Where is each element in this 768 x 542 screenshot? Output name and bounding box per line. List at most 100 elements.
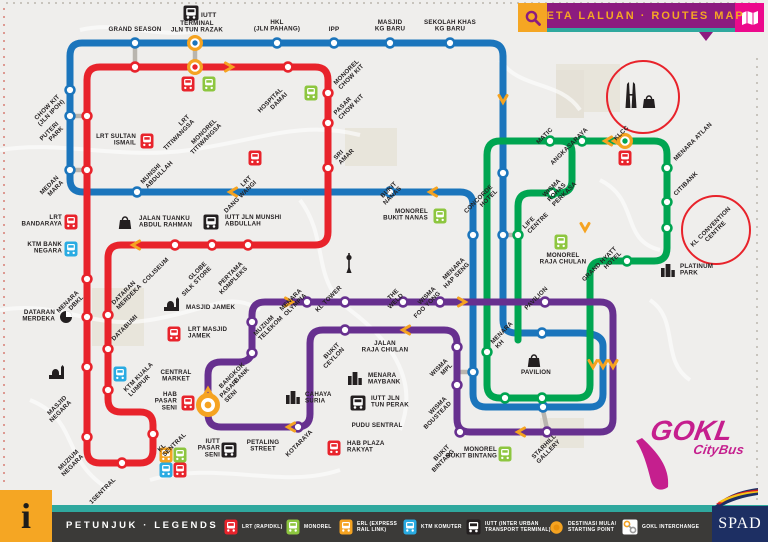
station-puteri-park-red — [81, 110, 93, 122]
station-chow-kit-jln-ipoh — [64, 84, 76, 96]
route-green-branch — [514, 137, 576, 344]
station-ipp — [328, 37, 340, 49]
label-bukit-ceylon: BUKITCEYLON — [317, 341, 346, 370]
station-menara-olympia — [301, 296, 313, 308]
legend-item-starting-point: DESTINASI MULA/ STARTING POINT — [549, 514, 616, 540]
interchange-icon — [622, 519, 638, 535]
spad-logo: SPAD — [712, 506, 768, 542]
station-dataran-merdeka-east — [102, 309, 114, 321]
gokl-logo-wordmark: GOKL — [648, 414, 735, 446]
route-direction-arrow — [226, 186, 238, 198]
station-puteri-park-blue — [64, 110, 76, 122]
station-bukit-ceylon — [339, 324, 351, 336]
gokl-logo-swoosh — [636, 438, 669, 490]
station-grand-hyatt-hotel — [621, 255, 633, 267]
ktm-icon — [403, 519, 417, 535]
label-1sentral: 1SENTRAL — [88, 476, 117, 505]
header-teal-strip — [547, 28, 735, 32]
label-citibank: CITIBANK — [672, 170, 699, 197]
stations-layer — [64, 34, 673, 469]
bus-terminal-icon — [350, 395, 366, 411]
map-background — [0, 25, 692, 492]
legend-bar — [0, 512, 768, 542]
station-menara-atlan — [661, 162, 673, 174]
legend-item-ktm: KTM KOMUTER — [403, 514, 462, 540]
station-masjid-kg-baru — [384, 37, 396, 49]
station-menara-kh — [481, 346, 493, 358]
label-muzium-telekom: MUZIUMTELEKOM — [252, 310, 284, 342]
station-menara-dbkl — [81, 273, 93, 285]
label-pasar-chow-kit: PASARCHOW KIT — [332, 88, 365, 121]
station-sekolah-khas-kg-baru — [444, 37, 456, 49]
monorail-station-icon — [498, 446, 512, 462]
station-muzium-telekom — [246, 316, 258, 328]
station-grand-season-red — [129, 61, 141, 73]
starting-point-icon — [550, 520, 563, 534]
label-iutt-word: IUTT — [201, 12, 216, 19]
label-grand-hyatt-hotel: GRAND HYATTHOTEL — [581, 245, 623, 287]
label-hospital-damai: HOSPITALDAMAI — [257, 86, 290, 119]
label-lrt-titiwangsa: LRTTITIWANGSA — [158, 113, 197, 152]
route-direction-arrow — [426, 186, 438, 198]
station-medan-mara-blue — [64, 164, 76, 176]
legend-item-monorel: MONOREL — [286, 514, 332, 540]
shopping-icon — [642, 95, 656, 108]
direction-arrows-layer — [129, 61, 622, 438]
label-hkl: HKL(JLN PAHANG) — [254, 19, 300, 33]
erl-station-icon — [159, 447, 173, 463]
header-pointer — [699, 32, 713, 41]
station-dataran-merdeka-west — [81, 311, 93, 323]
station-iutt-jln-tun-razak-blue — [187, 34, 204, 51]
station-monorel-chow-kit — [322, 87, 334, 99]
lrt-station-icon — [618, 150, 632, 166]
station-hkl-jln-pahang — [271, 37, 283, 49]
station-globe-silk-store — [206, 239, 218, 251]
station-iutt-jln-tun-razak-red — [187, 58, 204, 75]
label-concorde-hotel: CONCORDEHOTEL — [463, 183, 499, 219]
ktm-station-icon — [159, 462, 173, 478]
station-pasar-seni-starting-point — [196, 393, 220, 417]
station-kl-convention-centre — [661, 222, 673, 234]
label-masjid-jamek: MASJID JAMEK — [186, 304, 235, 311]
station-coliseum — [169, 239, 181, 251]
ktm-station-icon — [64, 241, 78, 257]
label-globe-silk-store: GLOBESILK STORE — [176, 260, 213, 297]
label-coliseum: COLISEUM — [141, 256, 170, 285]
station-1sentral — [116, 457, 128, 469]
route-direction-arrow — [202, 385, 214, 397]
station-pavilion-green-east — [536, 392, 548, 404]
header-banner: PETA LALUAN · ROUTES MAP — [518, 3, 764, 41]
station-pavilion-green-west — [499, 392, 511, 404]
building-icon — [661, 264, 675, 277]
station-life-centre-blue — [497, 229, 509, 241]
route-direction-arrow — [284, 421, 296, 433]
label-wisma-mpl: WISMAMPL — [429, 357, 455, 383]
legend-teal-stripe — [0, 505, 768, 512]
route-direction-arrow — [601, 135, 613, 147]
legend-item-label: MONOREL — [304, 523, 332, 530]
label-menara-atlan: MENARA ATLAN — [672, 121, 713, 162]
station-the-weld — [397, 296, 409, 308]
label-pavilion-green: PAVILION — [521, 369, 551, 376]
station-masjid-negara — [81, 361, 93, 373]
legend-item-interchange: GOKL INTERCHANGE — [622, 514, 699, 540]
station-pertama-kompleks — [242, 239, 254, 251]
map-icon — [735, 3, 764, 32]
station-wisma-boustead — [451, 379, 463, 391]
station-munshi-abdullah — [131, 186, 143, 198]
label-life-centre: LIFECENTRE — [521, 207, 550, 236]
lrt-icon — [224, 519, 238, 535]
label-bukit-nanas: BUKITNANAS — [377, 180, 403, 206]
